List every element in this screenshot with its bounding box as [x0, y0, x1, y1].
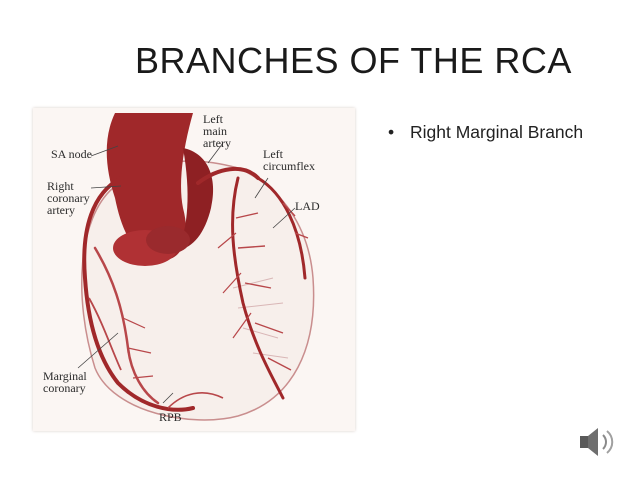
label-sa-node: SA node — [51, 147, 93, 161]
bullet-list: • Right Marginal Branch — [386, 120, 606, 144]
label-marginal-coronary: Marginal coronary — [43, 369, 87, 395]
coronary-artery-diagram: SA node Right coronary artery Left main … — [33, 108, 355, 431]
label-right-coronary: Right coronary artery — [47, 179, 90, 217]
label-lad: LAD — [295, 199, 320, 213]
lad-artery — [231, 176, 285, 400]
aorta — [106, 113, 193, 261]
label-left-circumflex: Left circumflex — [263, 147, 315, 173]
label-rpb: RPB — [159, 410, 182, 424]
posterior-branch — [167, 392, 224, 409]
left-main-artery — [196, 166, 260, 185]
label-left-main-artery: Left main artery — [203, 112, 231, 150]
marginal-branch — [93, 246, 160, 405]
heart-illustration — [77, 113, 315, 421]
aortic-root — [178, 148, 214, 250]
speaker-icon[interactable] — [576, 422, 620, 462]
circumflex-artery — [256, 176, 307, 280]
bullet-dot-icon: • — [388, 122, 395, 142]
slide-title: BRANCHES OF THE RCA — [135, 40, 572, 81]
bullet-text: Right Marginal Branch — [410, 122, 584, 142]
bullet-item: • Right Marginal Branch — [386, 120, 606, 144]
right-coronary-artery — [82, 176, 195, 412]
